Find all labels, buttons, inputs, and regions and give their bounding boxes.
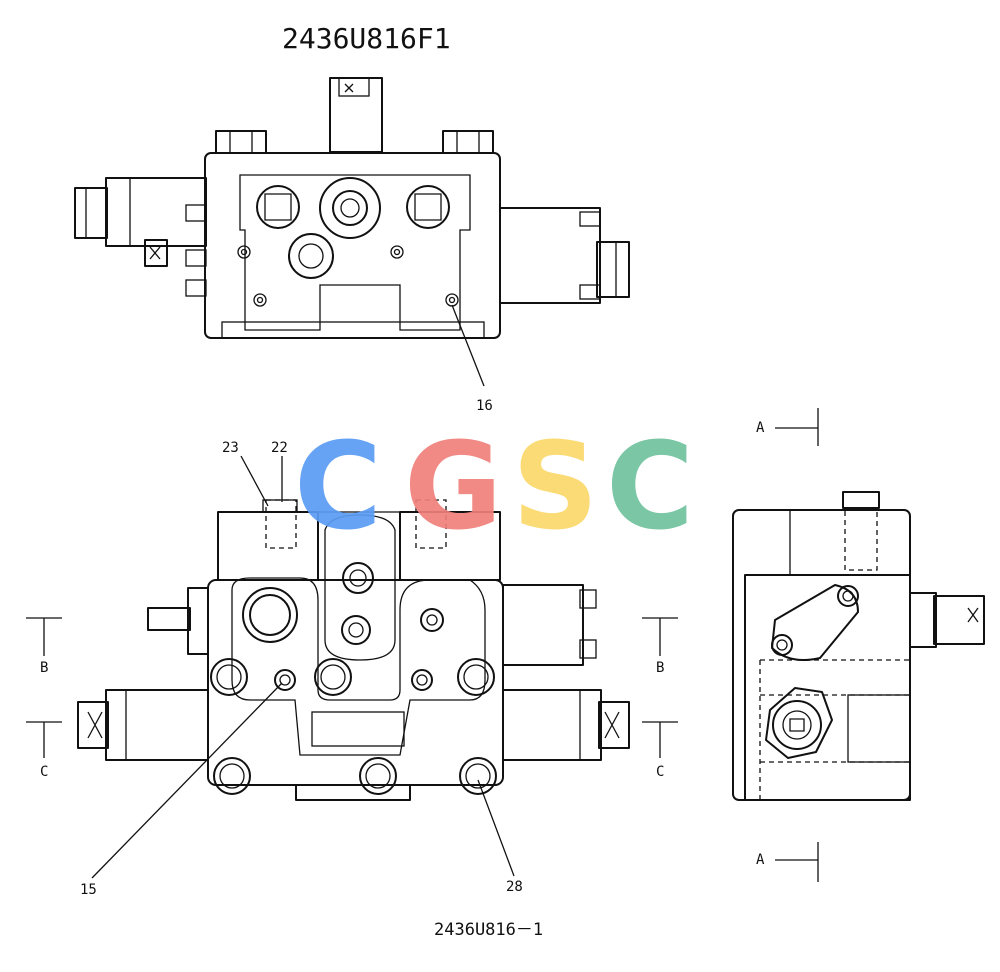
callout-23: 23	[222, 440, 239, 456]
watermark-letter: C	[294, 418, 382, 557]
watermark-letter: C	[606, 418, 694, 557]
section-label-c-right: C	[656, 764, 664, 780]
side-view	[732, 491, 985, 801]
callout-15: 15	[80, 882, 97, 898]
section-marker-lines	[26, 408, 819, 882]
watermark: C G S C	[294, 418, 694, 557]
drawing-number: 2436U816F1	[282, 22, 451, 55]
section-label-b-left: B	[40, 660, 48, 676]
drawing-footer: 2436U816－1	[434, 920, 543, 940]
section-label-c-left: C	[40, 764, 48, 780]
callout-28: 28	[506, 879, 523, 895]
watermark-letter: S	[512, 418, 598, 557]
callout-22: 22	[271, 440, 288, 456]
section-label-a-top: A	[756, 420, 765, 436]
callout-16: 16	[476, 398, 493, 414]
watermark-letter: G	[404, 418, 503, 557]
front-view	[77, 455, 630, 879]
top-view	[74, 77, 630, 387]
section-label-a-bottom: A	[756, 852, 765, 868]
section-label-b-right: B	[656, 660, 664, 676]
